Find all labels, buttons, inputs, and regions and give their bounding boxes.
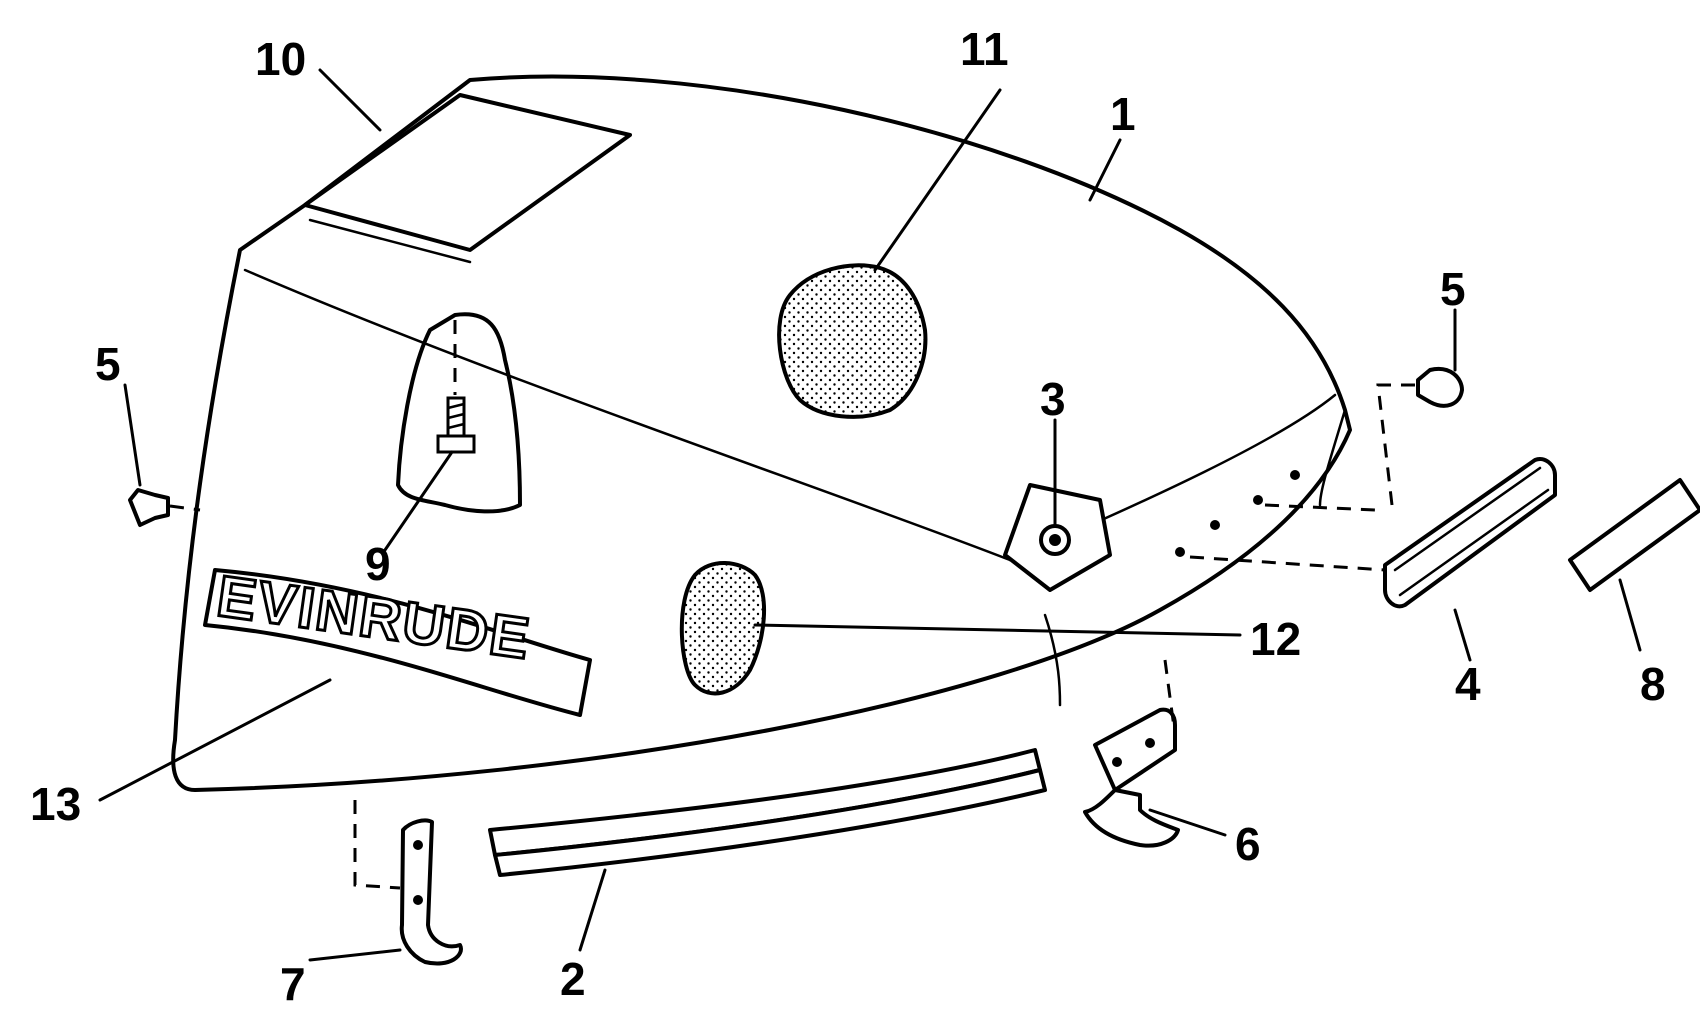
callout-5-right: 5 bbox=[1440, 263, 1466, 315]
top-foam-pad bbox=[777, 263, 928, 419]
callout-10: 10 bbox=[255, 33, 306, 85]
latch-grommet bbox=[1003, 483, 1112, 592]
brand-decal: EVINRUDE bbox=[203, 562, 592, 717]
bottom-seal bbox=[488, 748, 1047, 877]
rear-plate bbox=[303, 93, 632, 264]
callout-1: 1 bbox=[1110, 88, 1136, 140]
callout-labels: 1 11 10 3 5 5 12 8 4 9 13 6 2 7 bbox=[30, 23, 1666, 1010]
callout-12: 12 bbox=[1250, 613, 1301, 665]
callout-5-left: 5 bbox=[95, 338, 121, 390]
callout-6: 6 bbox=[1235, 818, 1261, 870]
pin-left bbox=[128, 488, 201, 527]
side-plate bbox=[1189, 457, 1557, 609]
callout-8: 8 bbox=[1640, 658, 1666, 710]
callout-3: 3 bbox=[1040, 373, 1066, 425]
rear-bracket bbox=[353, 800, 463, 966]
callout-13: 13 bbox=[30, 778, 81, 830]
bolt bbox=[436, 320, 476, 454]
callout-4: 4 bbox=[1455, 658, 1481, 710]
cutaway-window bbox=[396, 312, 522, 514]
callout-11: 11 bbox=[960, 23, 1009, 75]
side-foam-pad bbox=[679, 561, 766, 696]
leader-lines bbox=[98, 68, 1642, 962]
callout-2: 2 bbox=[560, 953, 586, 1005]
callout-9: 9 bbox=[365, 538, 391, 590]
mounting-holes bbox=[1175, 470, 1300, 557]
callout-7: 7 bbox=[280, 958, 306, 1010]
front-bracket bbox=[1083, 659, 1180, 848]
pin-right bbox=[1376, 366, 1464, 506]
reflective-strip bbox=[1568, 478, 1700, 592]
